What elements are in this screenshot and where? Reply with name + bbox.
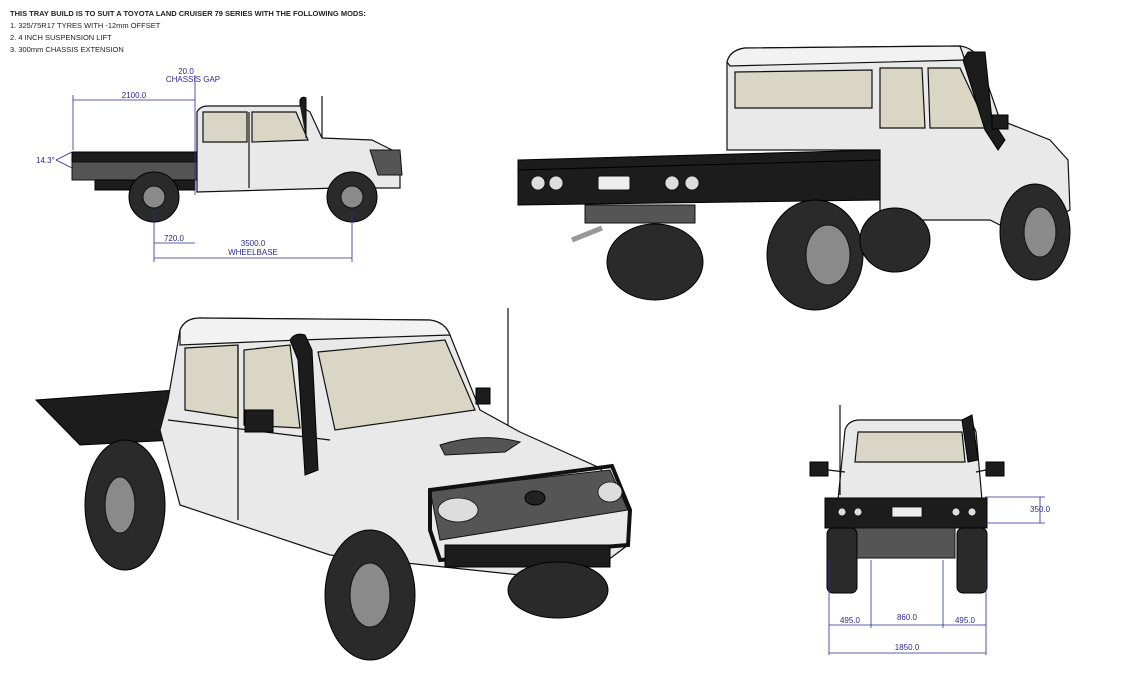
rv-left-mirror <box>809 461 829 477</box>
fq-snorkel <box>289 333 319 476</box>
fq-rear-rim <box>104 476 136 534</box>
fq-bullbar <box>428 463 633 563</box>
tray-height-label: 350.0 <box>1030 505 1051 514</box>
rv-snorkel <box>961 414 979 463</box>
angle-label: 14.3° <box>36 156 55 165</box>
fq-headlight-right <box>597 481 623 503</box>
rear-quarter-view <box>517 45 1071 311</box>
notes-item-chassis: 3. 300mm CHASSIS EXTENSION <box>10 45 124 54</box>
rv-rear-window <box>854 431 966 463</box>
fq-roof <box>179 317 451 346</box>
side-snorkel <box>299 96 307 138</box>
rv-right-wheel <box>956 527 988 594</box>
overall-width-label: 1850.0 <box>895 643 920 652</box>
fq-badge <box>524 490 546 506</box>
rq-lamp-3 <box>664 175 680 191</box>
front-quarter-view <box>34 308 633 661</box>
rq-underbody <box>584 204 696 224</box>
rq-exhaust <box>571 225 603 243</box>
rq-number-plate <box>597 175 631 191</box>
rq-roof <box>726 45 966 67</box>
right-offset-label: 495.0 <box>955 616 976 625</box>
angle-line-b <box>55 159 73 169</box>
notes-title: THIS TRAY BUILD IS TO SUIT A TOYOTA LAND… <box>10 9 366 18</box>
side-rear-window <box>202 111 248 143</box>
fq-front-left-rim <box>349 562 391 628</box>
fq-front-right-wheel <box>507 561 609 619</box>
rq-rear-right-rim <box>805 224 851 286</box>
rv-number-plate <box>891 506 923 518</box>
rv-lamp-4 <box>967 507 977 517</box>
side-tray-body <box>71 161 198 181</box>
side-view: 20.0 CHASSIS GAP 2100.0 14.3° 720.0 3500… <box>36 67 403 262</box>
fq-tray <box>34 389 176 446</box>
left-offset-label: 495.0 <box>840 616 861 625</box>
notes-item-tyres: 1. 325/75R17 TYRES WITH -12mm OFFSET <box>10 21 161 30</box>
rq-rear-left-wheel <box>606 223 704 301</box>
fq-headlight-left <box>437 497 479 523</box>
rear-view: 350.0 495.0 860.0 495.0 1850.0 <box>809 405 1051 655</box>
side-front-window <box>251 111 309 143</box>
build-notes: THIS TRAY BUILD IS TO SUIT A TOYOTA LAND… <box>10 8 366 56</box>
rv-lamp-3 <box>951 507 961 517</box>
rv-lamp-1 <box>837 507 847 517</box>
side-tray-deck <box>71 151 198 163</box>
fq-mirror <box>244 409 274 433</box>
fq-bonnet-scoop <box>439 437 522 456</box>
fq-rear-door-window <box>184 344 239 419</box>
rq-rear-door-window <box>879 67 926 129</box>
centre-gap-label: 860.0 <box>897 613 918 622</box>
rv-left-mirror-arm <box>827 469 846 473</box>
chassis-gap-label: CHASSIS GAP <box>166 75 220 84</box>
rv-right-mirror-arm <box>975 469 987 473</box>
rv-lamp-2 <box>853 507 863 517</box>
fq-front-door-window <box>243 344 301 429</box>
fq-bumper <box>444 544 611 568</box>
rv-diff <box>854 527 956 559</box>
notes-item-lift: 2. 4 INCH SUSPENSION LIFT <box>10 33 112 42</box>
rq-lamp-4 <box>684 175 700 191</box>
fq-right-mirror <box>475 387 491 405</box>
fq-windscreen <box>317 339 476 431</box>
tray-length-label: 2100.0 <box>122 91 147 100</box>
rq-lamp-2 <box>548 175 564 191</box>
wheelbase-value: 3500.0 <box>241 239 266 248</box>
rq-front-left-wheel <box>859 207 931 273</box>
chassis-gap-value: 20.0 <box>178 67 194 76</box>
rq-lamp-1 <box>530 175 546 191</box>
wheelbase-label: WHEELBASE <box>228 248 278 257</box>
rq-mirror <box>991 114 1009 130</box>
rq-front-right-rim <box>1023 206 1057 258</box>
side-bullbar <box>369 149 403 176</box>
side-front-rim <box>340 185 364 209</box>
rv-left-wheel <box>826 527 858 594</box>
angle-line-a <box>55 151 73 161</box>
rq-rear-window <box>734 69 873 109</box>
side-rear-rim <box>142 185 166 209</box>
rv-right-mirror <box>985 461 1005 477</box>
overhang-label: 720.0 <box>164 234 185 243</box>
